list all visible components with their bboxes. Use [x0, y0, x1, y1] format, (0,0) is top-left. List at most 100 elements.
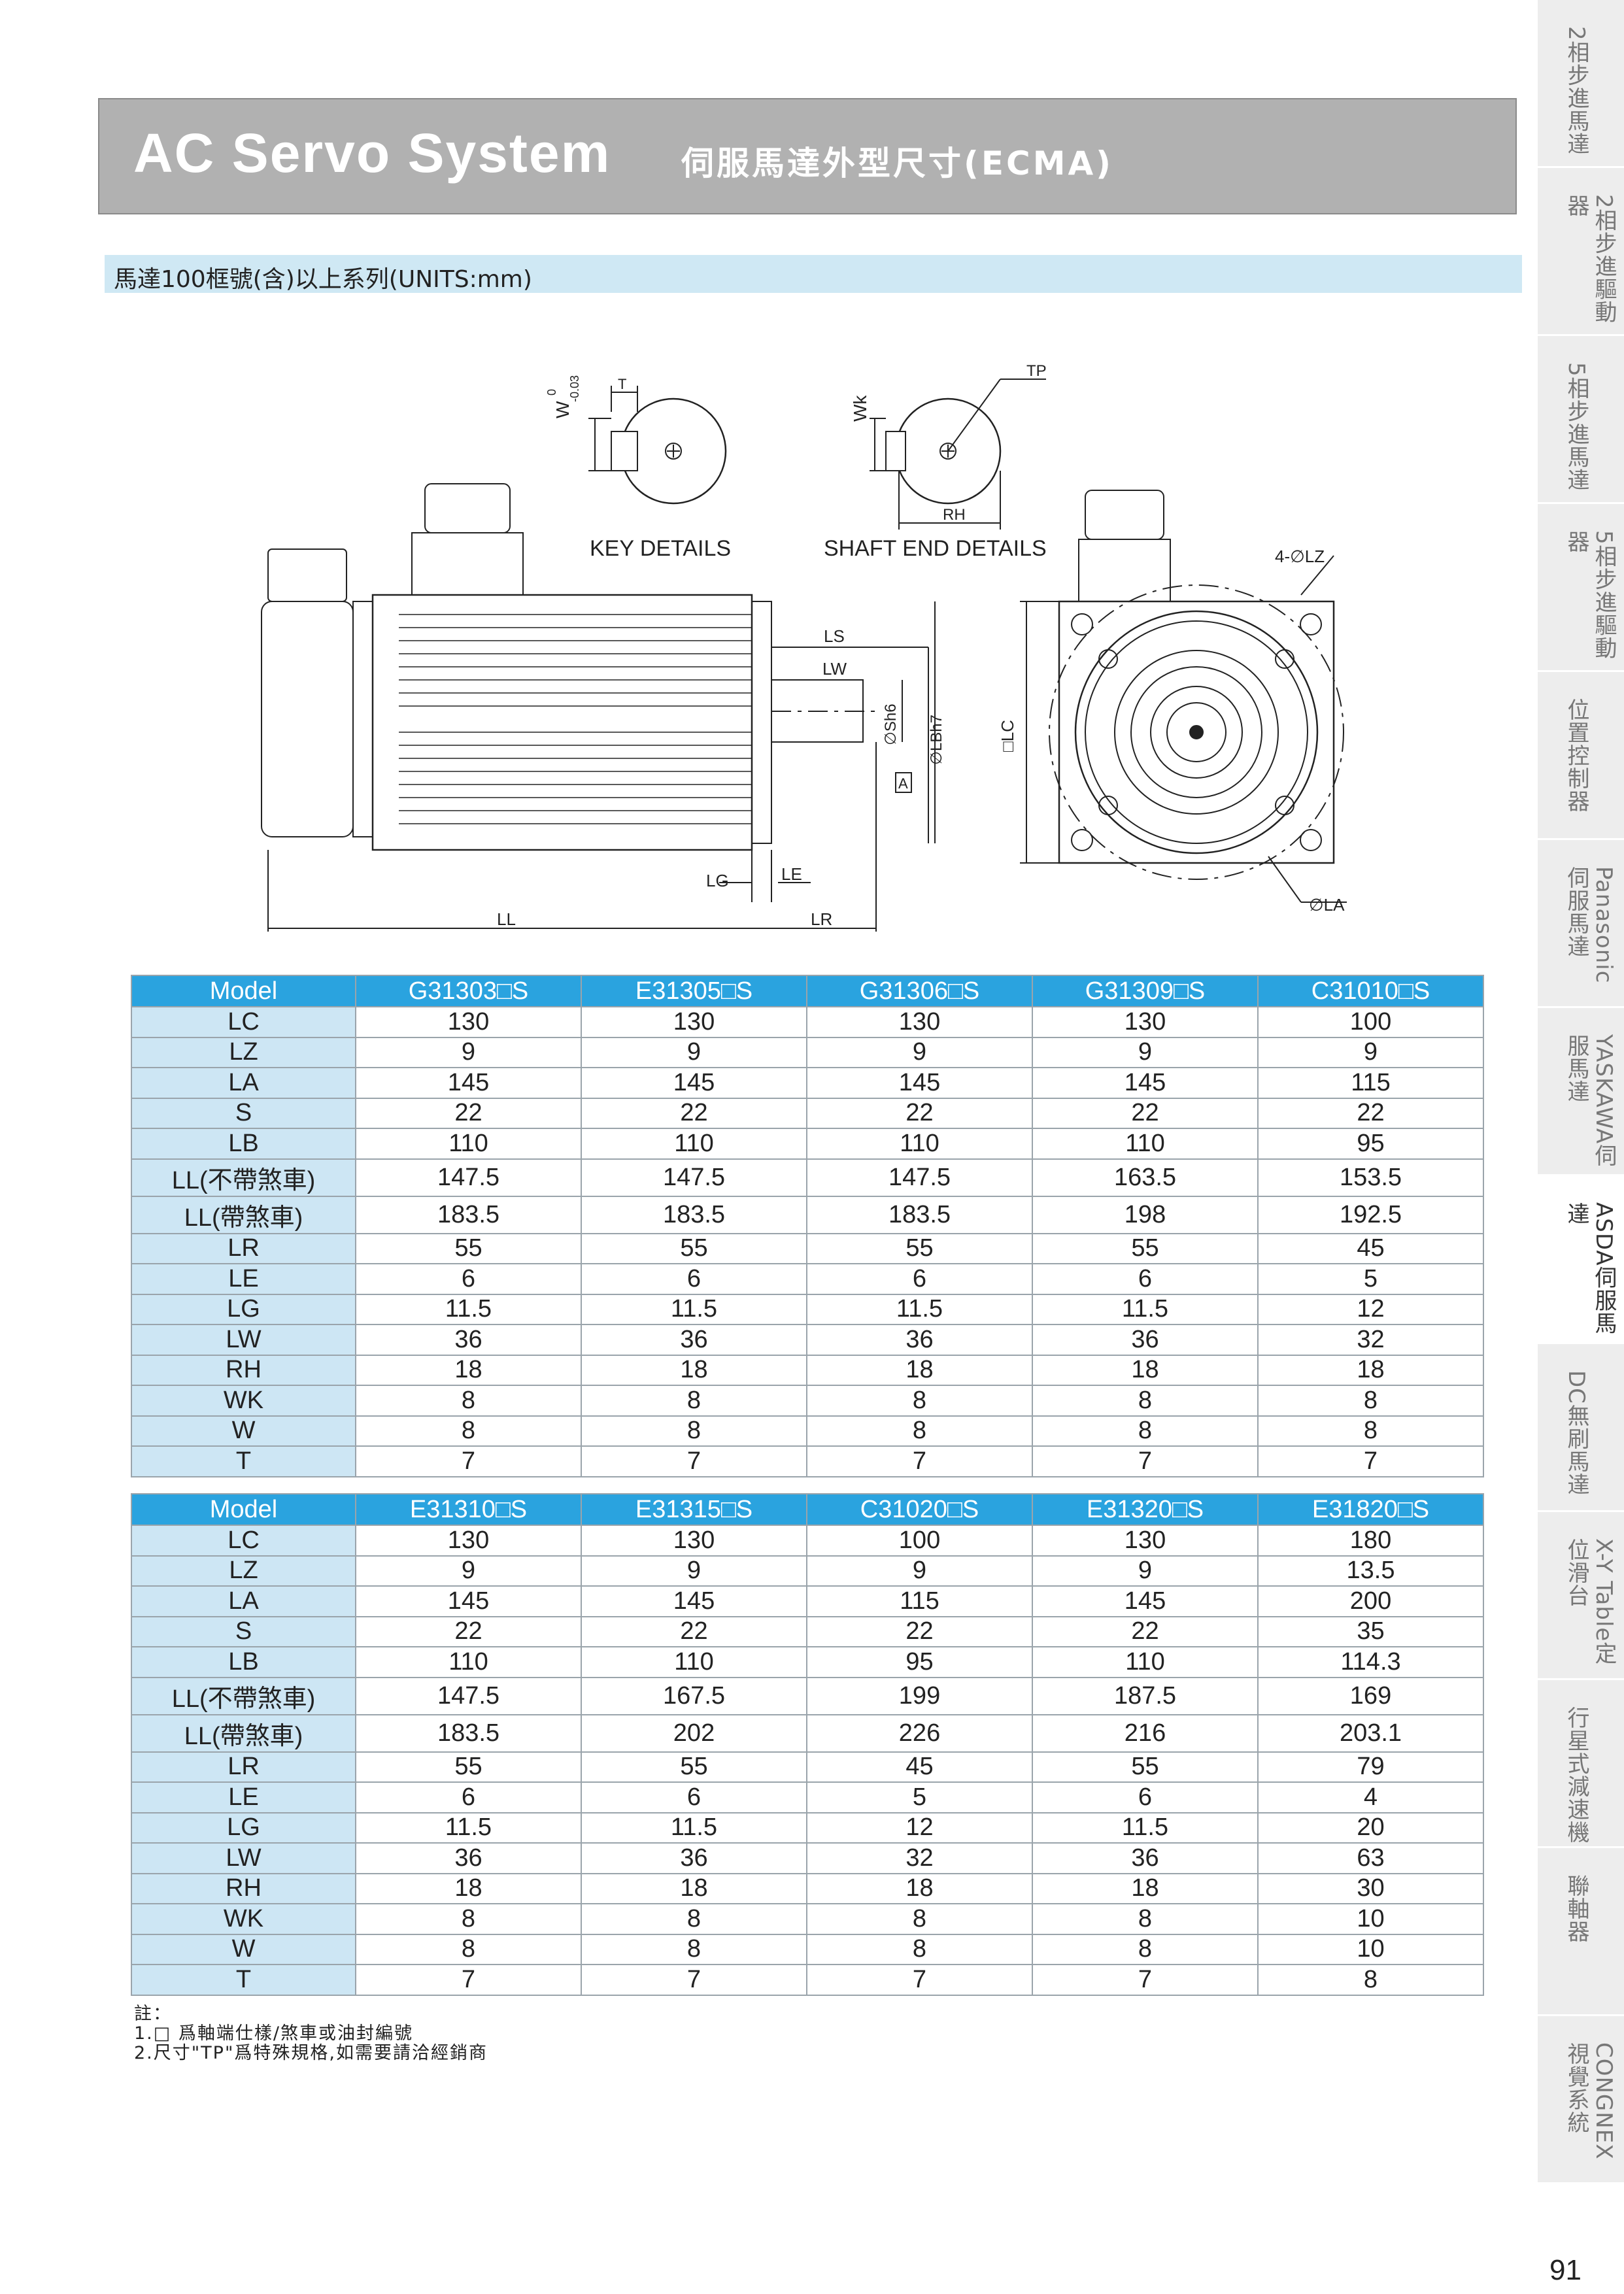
ll-label: LL [497, 909, 516, 929]
value-cell: 7 [581, 1964, 807, 1996]
value-cell: 18 [355, 1354, 582, 1386]
value-cell: 187.5 [1032, 1676, 1259, 1715]
tab-label: 行星式減速機 [1563, 1706, 1589, 1844]
row-label-cell: LB [131, 1128, 356, 1160]
value-cell: 8 [806, 1903, 1033, 1935]
value-cell: 95 [806, 1646, 1033, 1678]
row-label-cell: S [131, 1097, 356, 1129]
section-bar: 馬達100框號(含)以上系列(UNITS:mm) [105, 255, 1522, 293]
value-cell: 10 [1257, 1903, 1484, 1935]
value-cell: 36 [806, 1324, 1033, 1356]
sh6-label: ∅Sh6 [882, 703, 900, 745]
value-cell: 110 [1032, 1128, 1259, 1160]
value-cell: 5 [1257, 1263, 1484, 1295]
value-cell: 202 [581, 1713, 807, 1753]
value-cell: 147.5 [581, 1158, 807, 1197]
row-label-cell: LG [131, 1812, 356, 1844]
w-tol-bot: -0.03 [568, 375, 581, 402]
tab-label: 聯軸器 [1563, 1874, 1589, 1943]
value-cell: 4 [1257, 1781, 1484, 1813]
value-cell: 100 [806, 1525, 1033, 1557]
value-cell: 13.5 [1257, 1555, 1484, 1587]
note-item: 2.尺寸"TP"爲特殊規格,如需要請洽經銷商 [134, 2043, 488, 2063]
value-cell: 167.5 [581, 1676, 807, 1715]
tab-label: CONGNEX視覺系統 [1563, 2042, 1617, 2160]
value-cell: 79 [1257, 1751, 1484, 1783]
lc-label: □LC [998, 720, 1017, 752]
value-cell: 18 [1032, 1354, 1259, 1386]
value-cell: 145 [355, 1067, 582, 1099]
model-name-cell: E31310□S [355, 1493, 582, 1526]
value-cell: 199 [806, 1676, 1033, 1715]
tab-item[interactable]: ASDA伺服馬達 [1538, 1176, 1624, 1344]
model-header-cell: Model [131, 975, 356, 1007]
value-cell: 8 [581, 1903, 807, 1935]
value-cell: 18 [806, 1354, 1033, 1386]
tab-item[interactable]: 2相步進馬達 [1538, 0, 1624, 168]
value-cell: 36 [581, 1324, 807, 1356]
key-details-label: KEY DETAILS [590, 536, 731, 561]
value-cell: 22 [581, 1097, 807, 1129]
tab-item[interactable]: DC無刷馬達 [1538, 1344, 1624, 1512]
value-cell: 8 [1257, 1415, 1484, 1447]
value-cell: 8 [581, 1385, 807, 1417]
model-name-cell: G31303□S [355, 975, 582, 1007]
datum-label: A [898, 775, 908, 792]
value-cell: 45 [806, 1751, 1033, 1783]
tab-label: ASDA伺服馬達 [1563, 1202, 1617, 1335]
value-cell: 110 [581, 1646, 807, 1678]
tab-item[interactable]: 5相步進驅動器 [1538, 504, 1624, 672]
value-cell: 6 [581, 1781, 807, 1813]
value-cell: 12 [1257, 1293, 1484, 1325]
value-cell: 8 [1032, 1385, 1259, 1417]
value-cell: 11.5 [355, 1812, 582, 1844]
tab-item[interactable]: 聯軸器 [1538, 1848, 1624, 2016]
value-cell: 114.3 [1257, 1646, 1484, 1678]
page-number: 91 [1549, 2254, 1582, 2286]
value-cell: 9 [806, 1036, 1033, 1068]
value-cell: 7 [581, 1445, 807, 1477]
tab-item[interactable]: YASKAWA伺服馬達 [1538, 1008, 1624, 1176]
row-label-cell: W [131, 1933, 356, 1965]
lw-label: LW [822, 659, 847, 679]
value-cell: 110 [1032, 1646, 1259, 1678]
tab-item[interactable]: X-Y Table定位滑台 [1538, 1512, 1624, 1680]
value-cell: 8 [1257, 1385, 1484, 1417]
value-cell: 110 [806, 1128, 1033, 1160]
value-cell: 55 [355, 1232, 582, 1264]
value-cell: 9 [581, 1555, 807, 1587]
value-cell: 7 [806, 1445, 1033, 1477]
value-cell: 18 [581, 1872, 807, 1904]
value-cell: 7 [355, 1964, 582, 1996]
tab-item[interactable]: 行星式減速機 [1538, 1680, 1624, 1848]
value-cell: 169 [1257, 1676, 1484, 1715]
tab-item[interactable]: 位置控制器 [1538, 672, 1624, 840]
row-label-cell: T [131, 1964, 356, 1996]
tab-label: 2相步進馬達 [1563, 26, 1589, 156]
value-cell: 192.5 [1257, 1195, 1484, 1234]
tab-label: 5相步進驅動器 [1563, 530, 1617, 660]
tab-item[interactable]: 2相步進驅動器 [1538, 168, 1624, 336]
value-cell: 32 [806, 1842, 1033, 1874]
tab-item[interactable]: CONGNEX視覺系統 [1538, 2016, 1624, 2184]
value-cell: 22 [1257, 1097, 1484, 1129]
row-label-cell: LZ [131, 1555, 356, 1587]
ls-label: LS [824, 626, 845, 646]
value-cell: 20 [1257, 1812, 1484, 1844]
shaft-end-view: Wk TP RH SHAFT END DETAILS [824, 362, 1047, 561]
value-cell: 6 [1032, 1263, 1259, 1295]
tab-item[interactable]: 5相步進馬達 [1538, 336, 1624, 504]
value-cell: 36 [581, 1842, 807, 1874]
value-cell: 22 [1032, 1615, 1259, 1647]
header-title: AC Servo System [133, 122, 611, 184]
value-cell: 147.5 [355, 1676, 582, 1715]
tab-item[interactable]: Panasonic伺服馬達 [1538, 840, 1624, 1008]
value-cell: 145 [806, 1067, 1033, 1099]
